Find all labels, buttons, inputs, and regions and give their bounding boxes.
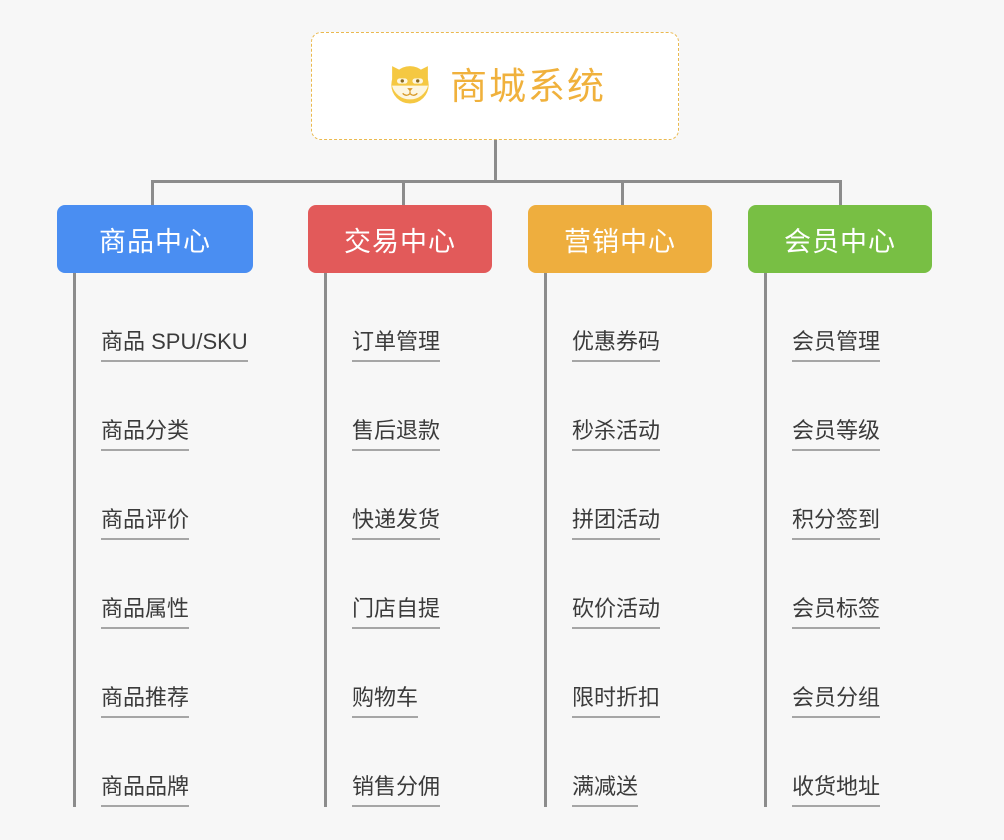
leaf-item[interactable]: 商品推荐	[73, 629, 190, 718]
leaf-item[interactable]: 积分签到	[764, 451, 881, 540]
connector-drop-marketing-center	[621, 180, 624, 207]
leaf-item[interactable]: 商品分类	[73, 362, 190, 451]
leaf-item[interactable]: 商品 SPU/SKU	[73, 273, 248, 362]
root-node-mall-system[interactable]: 商城系统	[311, 32, 679, 140]
leaf-item[interactable]: 会员等级	[764, 362, 881, 451]
leaf-label: 门店自提	[352, 596, 441, 629]
leaf-label: 限时折扣	[572, 685, 661, 718]
leaf-item[interactable]: 收货地址	[764, 718, 881, 807]
root-title: 商城系统	[450, 65, 606, 107]
connector-rail-trade-center	[324, 273, 327, 807]
leaf-label: 秒杀活动	[572, 418, 661, 451]
leaf-label: 会员等级	[792, 418, 881, 451]
leaf-item[interactable]: 销售分佣	[324, 718, 441, 807]
leaf-label: 满减送	[572, 774, 639, 807]
leaf-label: 拼团活动	[572, 507, 661, 540]
leaf-item[interactable]: 会员标签	[764, 540, 881, 629]
category-label-trade-center: 交易中心	[344, 226, 456, 257]
leaf-label: 销售分佣	[352, 774, 441, 807]
shiba-dog-icon	[384, 58, 436, 115]
connector-drop-product-center	[151, 180, 154, 207]
leaf-label: 售后退款	[352, 418, 441, 451]
leaf-item[interactable]: 砍价活动	[544, 540, 661, 629]
connector-root-stem	[494, 140, 497, 183]
leaf-item[interactable]: 商品评价	[73, 451, 190, 540]
leaf-item[interactable]: 限时折扣	[544, 629, 661, 718]
category-box-product-center[interactable]: 商品中心	[57, 205, 253, 273]
leaf-item[interactable]: 优惠券码	[544, 273, 661, 362]
leaf-item[interactable]: 秒杀活动	[544, 362, 661, 451]
leaf-item[interactable]: 满减送	[544, 718, 639, 807]
leaf-item[interactable]: 订单管理	[324, 273, 441, 362]
connector-rail-product-center	[73, 273, 76, 807]
leaf-label: 商品推荐	[101, 685, 190, 718]
leaf-item[interactable]: 售后退款	[324, 362, 441, 451]
leaf-label: 会员分组	[792, 685, 881, 718]
leaf-label: 商品分类	[101, 418, 190, 451]
leaf-item[interactable]: 门店自提	[324, 540, 441, 629]
leaf-label: 商品品牌	[101, 774, 190, 807]
leaf-label: 砍价活动	[572, 596, 661, 629]
category-label-member-center: 会员中心	[784, 226, 896, 257]
leaf-label: 商品 SPU/SKU	[101, 329, 248, 362]
category-box-member-center[interactable]: 会员中心	[748, 205, 932, 273]
leaf-item[interactable]: 商品属性	[73, 540, 190, 629]
leaf-item[interactable]: 购物车	[324, 629, 419, 718]
leaf-label: 商品评价	[101, 507, 190, 540]
category-box-marketing-center[interactable]: 营销中心	[528, 205, 712, 273]
connector-horizontal-bus	[151, 180, 842, 183]
leaf-item[interactable]: 快递发货	[324, 451, 441, 540]
connector-rail-member-center	[764, 273, 767, 807]
leaf-label: 快递发货	[352, 507, 441, 540]
category-label-product-center: 商品中心	[99, 226, 211, 257]
leaf-label: 优惠券码	[572, 329, 661, 362]
leaf-label: 购物车	[352, 685, 419, 718]
leaf-item[interactable]: 拼团活动	[544, 451, 661, 540]
leaf-item[interactable]: 商品品牌	[73, 718, 190, 807]
category-label-marketing-center: 营销中心	[564, 226, 676, 257]
leaf-label: 会员管理	[792, 329, 881, 362]
connector-rail-marketing-center	[544, 273, 547, 807]
connector-drop-member-center	[839, 180, 842, 207]
connector-drop-trade-center	[402, 180, 405, 207]
leaf-label: 商品属性	[101, 596, 190, 629]
category-box-trade-center[interactable]: 交易中心	[308, 205, 492, 273]
leaf-item[interactable]: 会员管理	[764, 273, 881, 362]
leaf-label: 订单管理	[352, 329, 441, 362]
leaf-label: 收货地址	[792, 774, 881, 807]
leaf-item[interactable]: 会员分组	[764, 629, 881, 718]
leaf-label: 积分签到	[792, 507, 881, 540]
leaf-label: 会员标签	[792, 596, 881, 629]
